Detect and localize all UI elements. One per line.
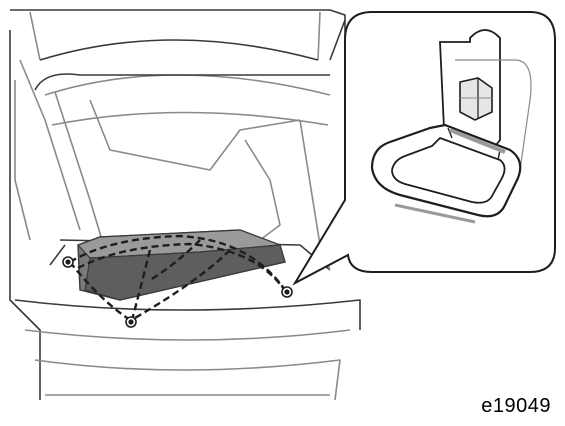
- hook-detail: [370, 29, 532, 224]
- luggage-hook-icon: [62, 256, 293, 328]
- bolt-icon: [459, 77, 493, 121]
- luggage-box: [76, 229, 286, 301]
- car-body: [9, 9, 361, 401]
- cargo-net-icon: [69, 234, 286, 321]
- figure-code: e19049: [481, 395, 551, 417]
